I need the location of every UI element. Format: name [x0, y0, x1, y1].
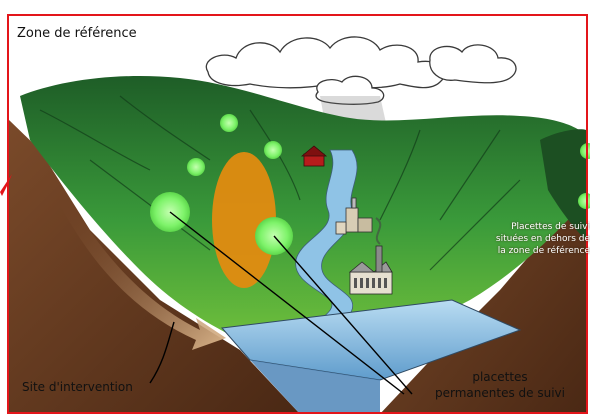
reference-zone-frame — [7, 14, 588, 414]
left-soil-block — [9, 120, 300, 414]
permanent-plots-line2: permanentes de suivi — [435, 386, 565, 400]
leader-line-plot-b — [273, 235, 413, 395]
factory-icon — [348, 217, 393, 295]
plot-circle — [264, 141, 282, 159]
flow-arrow — [60, 200, 226, 350]
lake-front — [250, 360, 380, 414]
farm-house-icon — [300, 145, 328, 167]
cloud-icon — [429, 44, 517, 84]
reference-zone-label: Zone de référence — [17, 26, 137, 41]
cloud-icon — [315, 75, 385, 105]
cloud-group — [205, 36, 517, 105]
intervention-site-label: Site d'intervention — [22, 380, 133, 394]
smoke-plume — [375, 217, 382, 245]
plot-circle — [187, 158, 205, 176]
plot-circle — [220, 114, 238, 132]
leader-line-site — [149, 321, 175, 384]
lake-block — [221, 299, 522, 381]
right-hill — [540, 129, 586, 240]
permanent-plots-label: placettes permanentes de suivi — [410, 369, 590, 401]
intervention-zone — [212, 152, 276, 288]
leader-lines — [149, 211, 413, 395]
valley-surface — [20, 76, 586, 340]
permanent-plots-line1: placettes — [472, 370, 528, 384]
cloud-icon — [205, 36, 446, 89]
ridge-lines — [39, 95, 521, 271]
outside-plots-label: Placettes de suivi situées en dehors de … — [495, 222, 590, 256]
right-soil-block — [380, 150, 586, 414]
red-connector-arrow — [0, 174, 12, 196]
town-icon — [335, 197, 373, 235]
leader-line-plot-a — [169, 211, 405, 395]
